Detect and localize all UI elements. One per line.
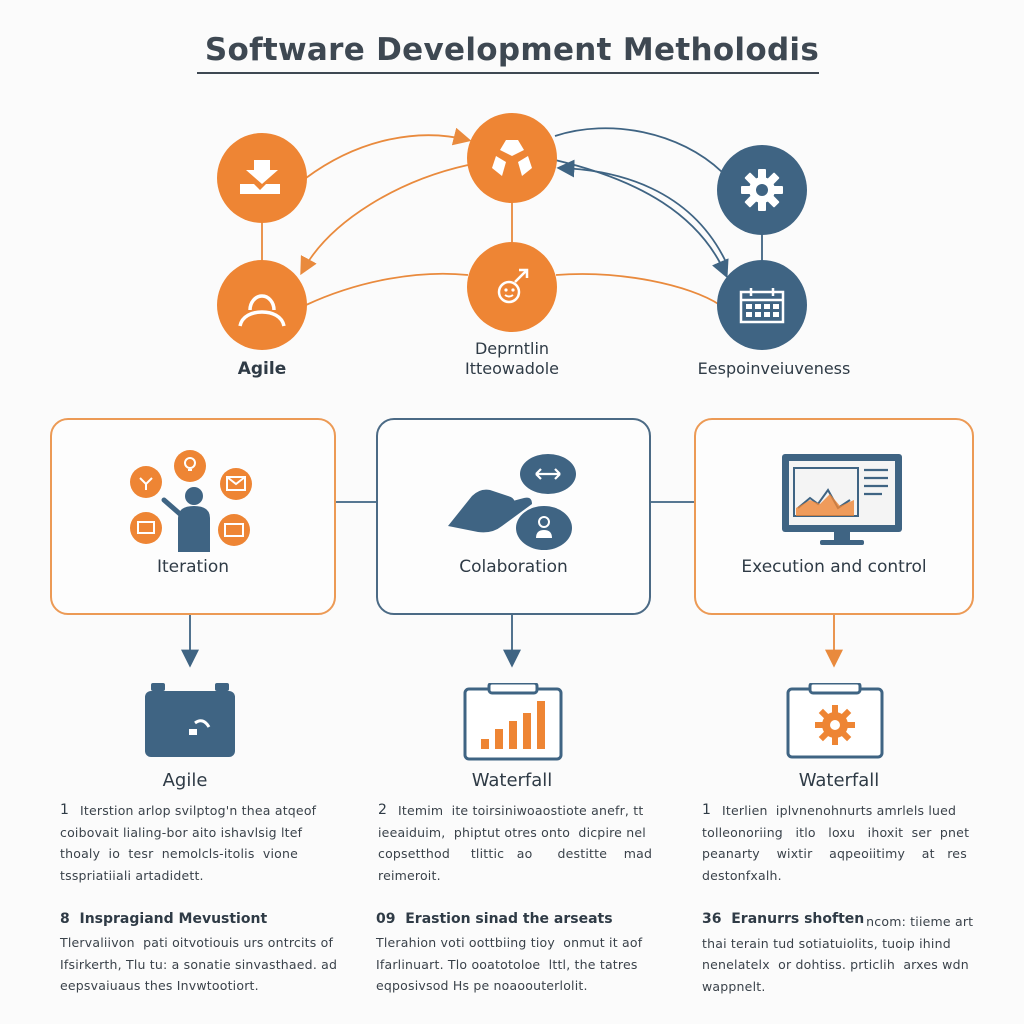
person-icon [238,294,286,327]
execution-label: Execution and control [741,557,927,577]
collaboration-label: Colaboration [459,557,568,577]
column-title-3: Waterfall [798,770,880,791]
node-label-right: Eespoinveiuveness [697,359,851,378]
collaboration-arrows-icon [240,160,280,194]
hand-chat-icon [448,454,576,550]
connector-top-center-to-bottom-right [554,159,729,279]
column-1-subheading: 8 Inspragiand Mevustiont [60,911,267,927]
calendar-icon [739,288,785,324]
column-1-number-2: 8 [60,911,70,927]
node-label-center-line1: Deprntlin [474,339,550,358]
execution-box: Execution and control [694,418,974,615]
column-2-subheading: 09 Erastion sinad the arseats [376,911,613,927]
column-2-paragraph-2: Tlerahion voti oottbiing tioy onmut it a… [376,935,643,993]
column-title-1: Agile [162,770,208,791]
collaboration-box: Colaboration [376,418,651,615]
bar-chart-card-holder [463,681,563,765]
iteration-illustration [128,448,258,556]
page-title: Software Development Metholodis [204,32,820,68]
column-title-2: Waterfall [471,770,553,791]
connector-right-to-top-center [556,159,726,261]
person-node [217,260,307,350]
bar-chart-icon [463,681,563,761]
column-2-subheading-text: Erastion sinad the arseats [405,911,613,927]
iteration-label: Iteration [156,557,230,577]
column-3-subheading-text: Eranurrs shoften [731,911,865,927]
smile-arrow-icon [497,268,529,304]
battery-card-icon-holder [143,683,237,763]
presentation-icon [492,140,532,176]
iteration-box: Iteration [50,418,336,615]
connector-top-left-to-top-center [305,127,472,179]
connector-top-center-to-bottom-left [300,164,469,276]
connector-top-center-to-top-right [554,127,723,173]
connector-bottom-left-to-bottom-center [305,272,469,306]
column-2-number-1: 2 [378,802,387,818]
node-label-left: Agile [237,359,287,379]
column-3-number-2: 36 [702,911,722,927]
connector-bottom-center-to-bottom-right [555,273,721,306]
column-1-number-1: 1 [60,802,69,818]
orange-gear-icon [786,681,884,759]
column-3-number-1: 1 [702,802,711,818]
column-1-subheading-text: Inspragiand Mevustiont [79,911,268,927]
calendar-node [717,260,807,350]
column-1-paragraph-1: Iterstion arlop svilptog'n thea atqeof c… [60,803,317,883]
monitor-chart-icon [782,454,902,545]
column-3-paragraph-1: Iterlien iplvnenohnurts amrlels lued tol… [702,803,970,883]
smile-arrow-node [467,242,557,332]
collaboration-arrows-node [217,133,307,223]
column-3-subheading: 36 Eranurrs shoften [702,911,864,927]
battery-icon [145,683,235,757]
column-2-paragraph-1: Itemim ite toirsiniwoaostiote anefr, tt … [378,803,653,883]
team-iteration-icon [130,450,252,552]
collaboration-illustration [444,450,584,558]
presentation-node [467,113,557,203]
node-label-center-line2: Itteowadole [464,359,560,378]
column-1-paragraph-2: Tlervaliivon pati oitvotiouis urs ontrci… [60,935,338,993]
gear-icon [741,169,783,211]
column-2-number-2: 09 [376,911,396,927]
title-underline [197,72,819,74]
execution-illustration [780,452,904,552]
gear-card-holder [786,681,884,763]
column-3-paragraph-2: ncom: tiieme art thai terain tud sotiatu… [702,914,974,994]
gear-node [717,145,807,235]
